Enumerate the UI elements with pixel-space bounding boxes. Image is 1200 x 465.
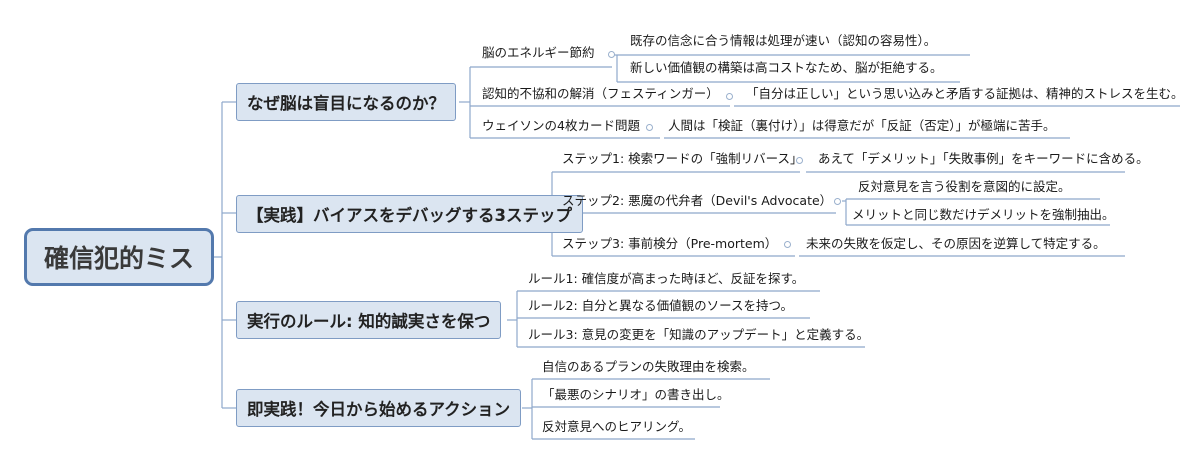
b3-rule-1[interactable]: ルール1: 確信度が高まった時ほど、反証を探す。 [528,271,805,286]
b2-step-1[interactable]: ステップ1: 検索ワードの「強制リバース」 [562,151,803,166]
b1-item-cognitive-dissonance-detail[interactable]: 「自分は正しい」という思い込みと矛盾する証拠は、精神的ストレスを生む。 [746,86,1184,101]
collapse-dot-icon[interactable] [726,93,733,100]
central-topic[interactable]: 確信犯的ミス [24,228,214,286]
collapse-dot-icon[interactable] [608,51,615,58]
b2-step-3-detail[interactable]: 未来の失敗を仮定し、その原因を逆算して特定する。 [806,236,1106,251]
branch-why-brain-blind[interactable]: なぜ脳は盲目になるのか？ [236,83,456,121]
collapse-dot-icon[interactable] [646,124,653,131]
b1-item-wason-task[interactable]: ウェイソンの4枚カード問題 [482,118,640,133]
collapse-dot-icon[interactable] [784,241,791,248]
b4-action-1[interactable]: 自信のあるプランの失敗理由を検索。 [542,359,755,374]
b1-item-energy-saving-detail-1[interactable]: 既存の信念に合う情報は処理が速い（認知の容易性）。 [630,33,937,48]
b1-item-energy-saving[interactable]: 脳のエネルギー節約 [482,45,595,60]
b4-action-3[interactable]: 反対意見へのヒアリング。 [542,419,692,434]
b2-step-2-detail-2[interactable]: メリットと同じ数だけデメリットを強制抽出。 [852,207,1115,222]
b3-rule-2[interactable]: ルール2: 自分と異なる価値観のソースを持つ。 [528,298,794,313]
b2-step-1-detail[interactable]: あえて「デメリット」「失敗事例」をキーワードに含める。 [818,151,1149,166]
branch-execution-rules[interactable]: 実行のルール: 知的誠実さを保つ [236,301,502,339]
b2-step-2-detail-1[interactable]: 反対意見を言う役割を意図的に設定。 [858,179,1071,194]
b4-action-2[interactable]: 「最悪のシナリオ」の書き出し。 [542,387,730,402]
b2-step-2[interactable]: ステップ2: 悪魔の代弁者（Devil's Advocate） [562,193,833,208]
b3-rule-3[interactable]: ルール3: 意見の変更を「知識のアップデート」と定義する。 [528,327,870,342]
b1-item-wason-task-detail[interactable]: 人間は「検証（裏付け）」は得意だが「反証（否定）」が極端に苦手。 [668,118,1056,133]
branch-debug-bias-steps[interactable]: 【実践】バイアスをデバッグする3ステップ [236,195,583,233]
b2-step-3[interactable]: ステップ3: 事前検分（Pre-mortem） [562,236,778,251]
b1-item-cognitive-dissonance[interactable]: 認知的不協和の解消（フェスティンガー） [482,86,719,101]
collapse-dot-icon[interactable] [834,198,841,205]
branch-actions-today[interactable]: 即実践！今日から始めるアクション [236,389,522,427]
b1-item-energy-saving-detail-2[interactable]: 新しい価値観の構築は高コストなため、脳が拒絶する。 [630,60,943,75]
collapse-dot-icon[interactable] [796,157,803,164]
